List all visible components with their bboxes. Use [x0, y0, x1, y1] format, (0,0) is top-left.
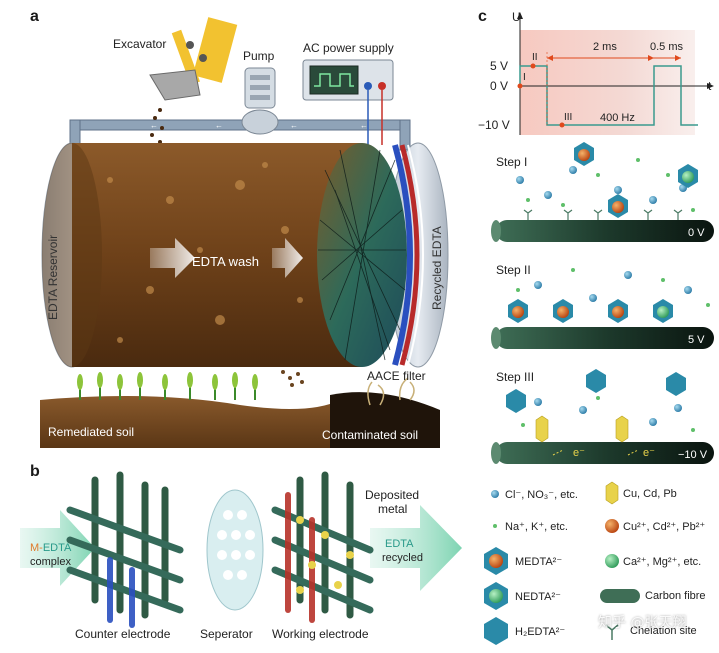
legend-anions: Cl⁻, NO₃⁻, etc. — [505, 489, 578, 501]
tick-neg10v: −10 V — [478, 118, 510, 132]
legend-nedta: NEDTA²⁻ — [515, 591, 561, 603]
step-ii-voltage: 5 V — [688, 334, 705, 346]
excavator-icon — [149, 17, 238, 144]
working-electrode-grid — [271, 471, 374, 623]
wash-arrow-right — [272, 238, 303, 278]
edta-recycled-label-line1: EDTA — [385, 538, 414, 550]
svg-text:←: ← — [360, 121, 368, 130]
waveform-plot — [517, 12, 714, 135]
remediated-soil-label: Remediated soil — [48, 425, 135, 439]
medta-complex-label-line1: M-EDTA — [30, 542, 72, 554]
legend-alkaline: Ca²⁺, Mg²⁺, etc. — [623, 556, 702, 568]
pump-label: Pump — [243, 49, 275, 63]
electron-label-2: e⁻ — [643, 447, 655, 459]
medta-complex-label-line2: complex — [30, 556, 71, 568]
reservoir-label: EDTA Reservoir — [46, 234, 60, 320]
fibre-step-i — [496, 220, 714, 242]
svg-text:←: ← — [215, 121, 223, 130]
legend-chelation: Chelation site — [630, 625, 697, 637]
marker-dot-iii — [559, 122, 565, 128]
steps-illustration — [491, 142, 714, 464]
legend-medta: MEDTA²⁻ — [515, 556, 563, 568]
counter-electrode-grid — [66, 471, 184, 628]
watermark: 知乎 @张天翔 — [598, 615, 687, 631]
counter-electrode-label: Counter electrode — [75, 627, 171, 641]
legend-metals: Cu, Cd, Pb — [623, 488, 677, 500]
fibre-step-iii — [496, 442, 714, 464]
svg-text:←: ← — [150, 121, 158, 130]
electron-label-1: e⁻ — [573, 447, 585, 459]
deposited-metal-label-line1: Deposited — [365, 488, 420, 502]
soil-drum — [72, 143, 362, 367]
deposited-metal-label-line2: metal — [378, 502, 408, 516]
aace-filter-label: AACE filter — [367, 369, 426, 383]
legend-heavy-ions: Cu²⁺, Cd²⁺, Pb²⁺ — [623, 521, 706, 533]
carbon-fibre-icon — [600, 589, 640, 603]
step-ii-title: Step II — [496, 263, 531, 277]
withered-plants-icon — [367, 377, 415, 406]
step-iii-title: Step III — [496, 370, 535, 384]
anion-icon — [491, 490, 499, 498]
input-arrow — [20, 510, 95, 586]
h2edta-icon — [484, 617, 508, 645]
marker-i-label: I — [523, 72, 526, 83]
tick-0v: 0 V — [490, 79, 509, 93]
marker-dot-i — [517, 83, 523, 89]
pump-icon — [241, 67, 279, 135]
axis-u-label: U — [512, 10, 521, 24]
panel-letter-b: b — [30, 463, 40, 480]
return-pipe — [69, 119, 411, 131]
axis-t-label: t — [708, 79, 712, 93]
heavy-ion-icon — [605, 519, 619, 533]
power-supply-label: AC power supply — [303, 41, 394, 55]
marker-dot-ii — [530, 63, 536, 69]
panel-a-illustration: ← ← ← ← — [40, 17, 449, 448]
recycled-edta-label: Recycled EDTA — [430, 226, 444, 310]
excavator-label: Excavator — [113, 37, 167, 51]
chelation-site-icon — [605, 624, 619, 640]
edta-wash-label: EDTA wash — [192, 254, 259, 269]
alkaline-ion-icon — [605, 554, 619, 568]
waveform-background — [520, 30, 695, 135]
separator-disc — [206, 489, 264, 611]
nedta-icon — [484, 582, 508, 610]
wash-arrow-left — [150, 238, 195, 278]
panel-b-illustration — [20, 471, 462, 628]
step-i-title: Step I — [496, 155, 528, 169]
waveform-line — [519, 65, 698, 126]
step-iii-voltage: −10 V — [678, 449, 708, 461]
metal-deposit-icon — [605, 481, 619, 505]
fibre-step-ii — [496, 327, 714, 349]
power-supply-icon — [302, 59, 394, 145]
medta-icon — [484, 547, 508, 575]
cation-icon — [493, 524, 497, 528]
output-arrow — [370, 505, 462, 591]
working-electrode-label: Working electrode — [272, 627, 369, 641]
legend-h2edta: H₂EDTA²⁻ — [515, 626, 566, 638]
tick-5v: 5 V — [490, 59, 509, 73]
marker-iii-label: III — [564, 112, 573, 123]
svg-text:←: ← — [290, 121, 298, 130]
legend-icons — [484, 481, 640, 645]
panel-letter-a: a — [30, 8, 39, 25]
marker-ii-label: II — [532, 52, 538, 63]
panel-letter-c: c — [478, 8, 487, 25]
separator-label: Seperator — [200, 627, 253, 641]
legend-fibre: Carbon fibre — [645, 590, 706, 602]
step-i-voltage: 0 V — [688, 227, 705, 239]
edta-recycled-label-line2: recycled — [382, 552, 423, 564]
contaminated-soil-label: Contaminated soil — [322, 428, 419, 442]
legend-cations: Na⁺, K⁺, etc. — [505, 521, 568, 533]
duration-2ms-label: 2 ms — [593, 41, 617, 53]
duration-05ms-label: 0.5 ms — [650, 41, 684, 53]
frequency-label: 400 Hz — [600, 112, 635, 124]
